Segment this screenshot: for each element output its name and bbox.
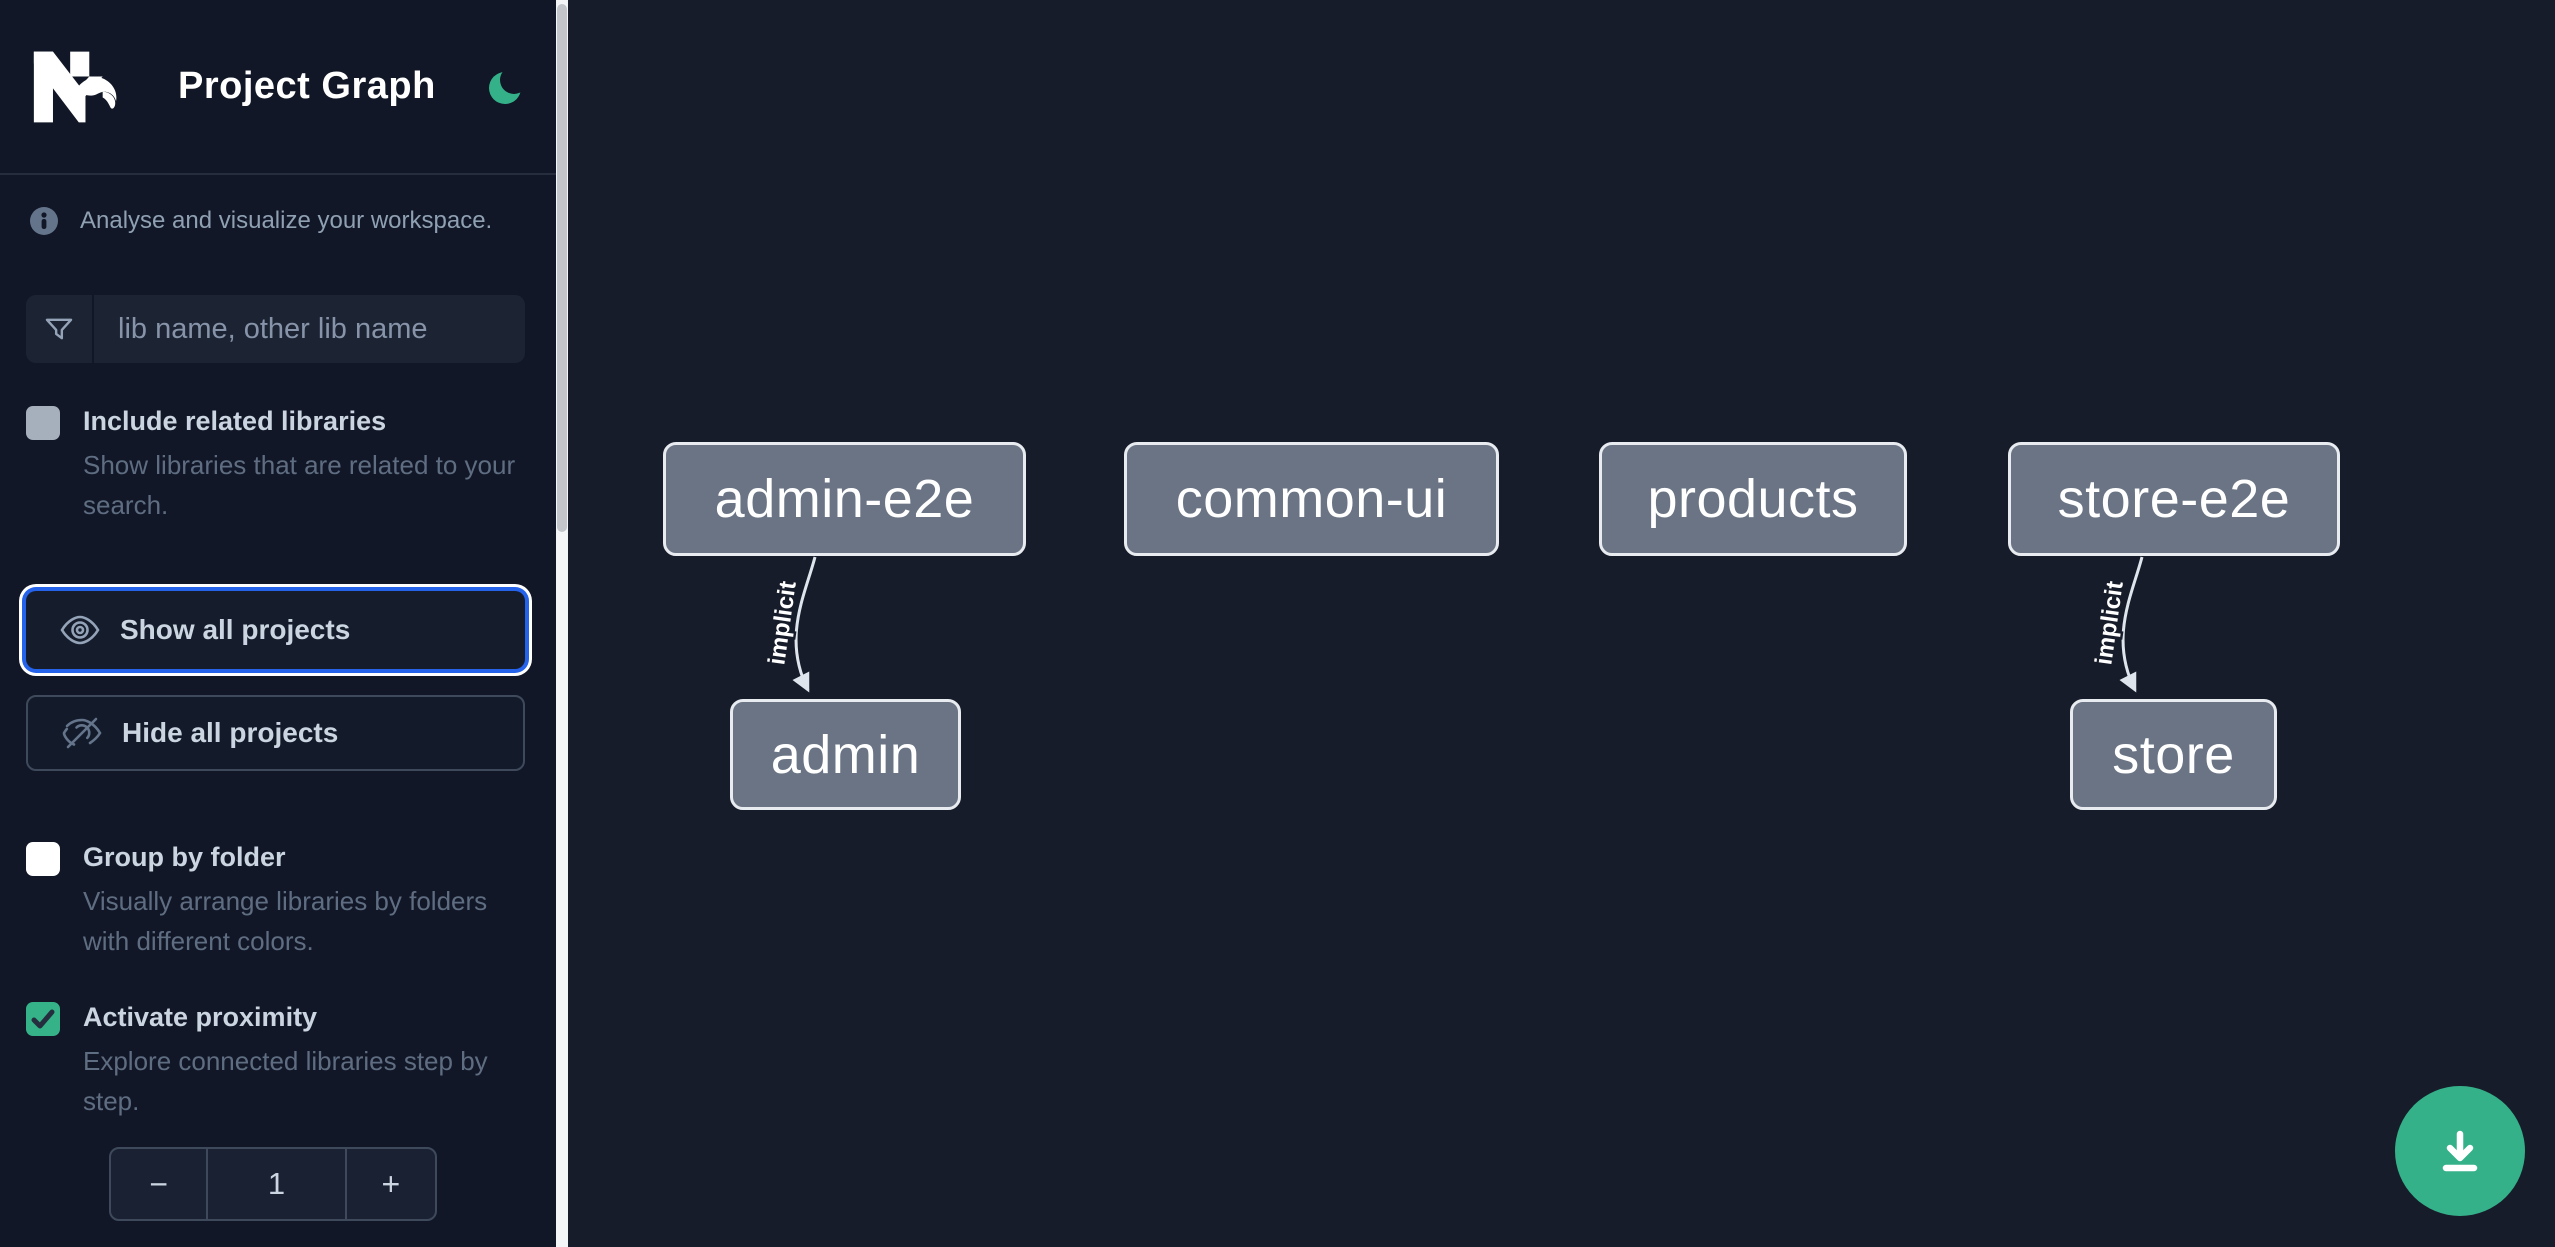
proximity-value: 1: [267, 1166, 286, 1201]
edge-admin-e2e-admin: [792, 556, 817, 693]
search-input[interactable]: [94, 295, 525, 363]
show-all-projects-label: Show all projects: [120, 614, 351, 645]
info-text: Analyse and visualize your workspace.: [80, 207, 493, 234]
info-icon: [30, 207, 58, 235]
graph-edges: implicit implicit: [761, 556, 2144, 693]
include-related-option: Include related libraries Show libraries…: [26, 403, 526, 525]
sidebar: Project Graph Analyse and visualize your…: [0, 0, 556, 1247]
activate-proximity-label: Activate proximity: [83, 1002, 318, 1032]
group-by-folder-label: Group by folder: [83, 842, 286, 872]
activate-proximity-checkbox[interactable]: [26, 1002, 60, 1036]
hide-all-projects-label: Hide all projects: [122, 717, 339, 748]
edge-store-e2e-store: [2119, 556, 2144, 693]
activate-proximity-option: Activate proximity Explore connected lib…: [26, 999, 526, 1121]
include-related-label: Include related libraries: [83, 406, 387, 436]
include-related-description: Show libraries that are related to your …: [83, 450, 516, 520]
show-all-projects-button[interactable]: Show all projects: [26, 591, 525, 669]
group-by-folder-checkbox[interactable]: [26, 842, 60, 876]
graph-node-store-e2e[interactable]: store-e2e: [2008, 442, 2340, 556]
hide-all-projects-button[interactable]: Hide all projects: [26, 695, 525, 771]
graph-node-admin-e2e[interactable]: admin-e2e: [663, 442, 1026, 556]
proximity-stepper: − 1 +: [109, 1147, 437, 1221]
download-icon: [2442, 1130, 2478, 1172]
project-graph-canvas[interactable]: implicit implicit admin-e2e common-ui pr…: [568, 0, 2555, 1247]
moon-icon[interactable]: [486, 66, 526, 107]
graph-node-admin[interactable]: admin: [730, 699, 961, 810]
proximity-increment-button[interactable]: +: [344, 1149, 435, 1219]
proximity-decrement-button[interactable]: −: [111, 1149, 209, 1219]
include-related-checkbox[interactable]: [26, 406, 60, 440]
sidebar-scrollbar-track[interactable]: [556, 0, 568, 1247]
graph-node-products[interactable]: products: [1599, 442, 1907, 556]
search-box: [26, 295, 525, 363]
page-title: Project Graph: [178, 65, 436, 107]
group-by-folder-description: Visually arrange libraries by folders wi…: [83, 886, 488, 956]
check-icon: [31, 1009, 55, 1029]
download-graph-button[interactable]: [2395, 1086, 2525, 1216]
filter-icon: [26, 295, 94, 363]
nx-logo: [33, 51, 117, 122]
info-row: Analyse and visualize your workspace.: [30, 207, 526, 235]
eye-icon: [60, 615, 100, 645]
activate-proximity-description: Explore connected libraries step by step…: [83, 1046, 488, 1116]
eye-off-icon: [62, 717, 102, 749]
graph-node-store[interactable]: store: [2070, 699, 2277, 810]
graph-node-common-ui[interactable]: common-ui: [1124, 442, 1499, 556]
group-by-folder-option: Group by folder Visually arrange librari…: [26, 839, 526, 961]
sidebar-scrollbar-thumb[interactable]: [557, 4, 567, 532]
sidebar-header: Project Graph: [0, 0, 556, 175]
